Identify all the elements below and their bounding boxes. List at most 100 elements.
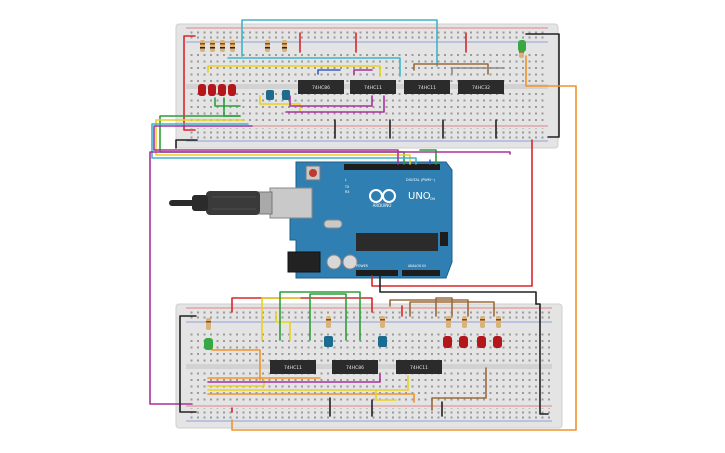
wire[interactable]: [435, 297, 453, 317]
chip-label: 74HC86: [312, 85, 330, 91]
led-red[interactable]: [208, 84, 216, 96]
potentiometer[interactable]: [378, 336, 387, 347]
wire[interactable]: [431, 367, 487, 411]
power-label: POWER: [356, 264, 369, 268]
wire[interactable]: [375, 389, 397, 401]
wire[interactable]: [371, 139, 533, 287]
wire[interactable]: [241, 19, 438, 67]
resistor[interactable]: [230, 40, 235, 52]
led-red[interactable]: [218, 84, 226, 96]
led-red[interactable]: [228, 84, 236, 96]
wire[interactable]: [231, 297, 373, 313]
bottom-leds: [204, 336, 502, 350]
wire[interactable]: [353, 69, 373, 75]
power-jack: [287, 251, 321, 273]
potentiometer[interactable]: [324, 336, 333, 347]
wire[interactable]: [231, 55, 577, 431]
wire[interactable]: [535, 303, 549, 415]
wire[interactable]: [379, 275, 537, 305]
wire[interactable]: [207, 375, 409, 391]
usb-connector: [269, 187, 313, 219]
wire[interactable]: [207, 373, 381, 383]
chip-label: 74HC86: [346, 365, 364, 371]
capacitor: [326, 254, 342, 270]
resistor[interactable]: [446, 316, 451, 328]
board-model-label: UNO: [408, 191, 431, 202]
bottom-chips: 74HC11 74HC86 74HC11: [270, 360, 442, 374]
chip-74hc11-top-1: 74HC11: [350, 80, 396, 94]
chip-74hc32-top: 74HC32: [458, 80, 504, 94]
wire[interactable]: [175, 139, 198, 149]
wire[interactable]: [309, 293, 347, 341]
chip-label: 74HC11: [364, 85, 382, 91]
wire[interactable]: [419, 149, 437, 165]
on-led-label: ON: [430, 197, 436, 201]
digital-label: DIGITAL (PWM~): [406, 178, 436, 182]
l-led-label: L: [345, 178, 347, 182]
wire[interactable]: [179, 315, 197, 413]
arduino-uno: ARDUINO UNO DIGITAL (PWM~) POWER ANALOG …: [169, 161, 453, 279]
wire[interactable]: [279, 291, 361, 341]
resistor[interactable]: [200, 40, 205, 52]
wire[interactable]: [183, 35, 196, 131]
arduino-logo: ARDUINO: [369, 189, 396, 208]
led-green[interactable]: [518, 40, 526, 52]
bottom-resistors: [206, 316, 501, 330]
led-red[interactable]: [477, 336, 486, 348]
wire[interactable]: [153, 125, 399, 165]
wire[interactable]: [275, 311, 291, 341]
bottom-pots: [324, 336, 387, 347]
wire[interactable]: [151, 123, 417, 165]
resistor[interactable]: [210, 40, 215, 52]
wire[interactable]: [389, 299, 469, 317]
power-header: [356, 270, 398, 276]
led-red[interactable]: [459, 336, 468, 348]
led-green[interactable]: [204, 338, 213, 350]
rx-label: RX: [345, 190, 350, 194]
wire[interactable]: [259, 95, 301, 113]
resistor[interactable]: [326, 316, 331, 328]
chip-label: 74HC32: [472, 85, 490, 91]
resistor[interactable]: [282, 40, 287, 52]
wire[interactable]: [289, 95, 373, 107]
analog-header: [402, 270, 440, 276]
resistor[interactable]: [220, 40, 225, 52]
top-chips: 74HC86 74HC11 74HC11 74HC32: [298, 80, 504, 94]
wires: [149, 19, 577, 431]
chip-74hc86-bottom: 74HC86: [332, 360, 378, 374]
chip-74hc11-top-2: 74HC11: [404, 80, 450, 94]
potentiometer[interactable]: [266, 90, 274, 100]
led-red[interactable]: [443, 336, 452, 348]
top-resistors: [200, 40, 524, 58]
atmega-chip: [356, 233, 438, 251]
wire[interactable]: [207, 65, 381, 77]
wire[interactable]: [317, 69, 341, 75]
chip-74hc11-bottom-2: 74HC11: [396, 360, 442, 374]
chip-label: 74HC11: [410, 365, 428, 371]
led-red[interactable]: [493, 336, 502, 348]
chip-74hc86-top: 74HC86: [298, 80, 344, 94]
wire[interactable]: [149, 151, 511, 405]
wire[interactable]: [451, 67, 505, 75]
resistor[interactable]: [480, 316, 485, 328]
wire[interactable]: [285, 95, 385, 113]
resistor[interactable]: [496, 316, 501, 328]
tx-label: TX: [344, 185, 350, 189]
top-leds: [198, 40, 526, 96]
top-pots: [266, 90, 290, 100]
wire[interactable]: [214, 97, 241, 107]
digital-header: [344, 164, 440, 170]
resistor[interactable]: [265, 40, 270, 52]
wire[interactable]: [207, 393, 415, 403]
resistor[interactable]: [206, 318, 211, 330]
resistor[interactable]: [462, 316, 467, 328]
led-red[interactable]: [198, 84, 206, 96]
potentiometer[interactable]: [282, 90, 290, 100]
chip-label: 74HC11: [418, 85, 436, 91]
wire[interactable]: [261, 297, 301, 341]
wire[interactable]: [413, 63, 489, 75]
wire[interactable]: [227, 57, 401, 77]
usb-cable: [169, 191, 260, 215]
resistor[interactable]: [380, 316, 385, 328]
